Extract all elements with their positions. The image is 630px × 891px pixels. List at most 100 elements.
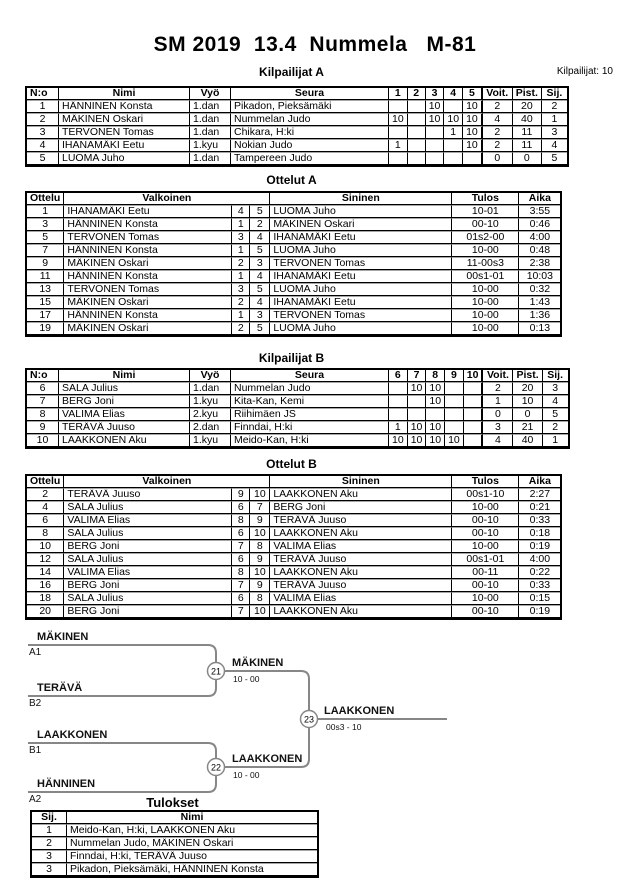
competitor-name: BERG Joni [59, 395, 190, 408]
score-cell [463, 152, 483, 165]
competitor-number: 5 [27, 152, 59, 165]
col-header-blue: Sininen [270, 476, 453, 488]
score-cell [389, 382, 408, 395]
score-cell [463, 421, 484, 434]
match-time: 4:00 [519, 231, 561, 244]
pool-row: 6 SALA Julius 1.dan Nummelan Judo 10 10 … [27, 382, 568, 395]
col-header-10: 10 [463, 370, 484, 382]
competitor-belt: 2.kyu [190, 408, 231, 421]
final-bracket: 21 22 23 MÄKINEN A1 TERÄVÄ B2 MÄKINEN 10… [0, 630, 630, 810]
score-cell: 10 [463, 126, 483, 139]
white-number: 2 [232, 322, 251, 335]
match-number: 13 [27, 283, 65, 296]
points-cell: 21 [513, 421, 543, 434]
col-header-match: Ottelu [27, 193, 65, 205]
match-number: 11 [27, 270, 65, 283]
col-header-2: 2 [407, 88, 426, 100]
blue-name: BERG Joni [270, 501, 453, 514]
match-number: 18 [27, 592, 65, 605]
blue-name: IHANAMÄKI Eetu [270, 296, 453, 309]
competitor-name: LUOMA Juho [59, 152, 190, 165]
match-result: 00-10 [452, 514, 520, 527]
score-cell [445, 408, 464, 421]
match-23-circle [299, 709, 319, 729]
white-name: VALIMA Elias [64, 566, 233, 579]
match-result: 10-01 [452, 205, 520, 218]
blue-number: 4 [250, 270, 271, 283]
score-cell [407, 100, 426, 113]
match-number: 12 [27, 553, 65, 566]
match-time: 0:19 [519, 605, 561, 618]
points-cell: 20 [513, 382, 543, 395]
match-number: 15 [27, 296, 65, 309]
score-cell: 10 [463, 139, 483, 152]
competitor-name: VALIMA Elias [59, 408, 190, 421]
competitor-belt: 1.kyu [190, 434, 231, 447]
points-cell: 10 [513, 395, 543, 408]
white-name: HÄNNINEN Konsta [64, 309, 233, 322]
col-header-place: Sij. [541, 88, 567, 100]
match-number: 19 [27, 322, 65, 335]
blue-name: LAAKKONEN Aku [270, 566, 453, 579]
match-row: 3 HÄNNINEN Konsta 1 2 MÄKINEN Oskari 00-… [27, 218, 561, 231]
match-time: 4:00 [519, 553, 561, 566]
blue-name: LUOMA Juho [270, 283, 453, 296]
blue-number: 9 [250, 553, 271, 566]
white-number: 1 [232, 244, 251, 257]
white-number: 8 [232, 514, 251, 527]
points-cell: 20 [512, 100, 542, 113]
match-row: 11 HÄNNINEN Konsta 1 4 IHANAMÄKI Eetu 00… [27, 270, 561, 283]
match-time: 0:33 [519, 514, 561, 527]
competitor-club: Chikara, H:ki [231, 126, 389, 139]
blue-number: 10 [250, 566, 271, 579]
score-cell: 10 [407, 421, 427, 434]
white-name: SALA Julius [64, 592, 233, 605]
blue-number: 5 [250, 244, 271, 257]
match-result: 10-00 [452, 296, 520, 309]
match-result: 10-00 [452, 309, 520, 322]
white-name: HÄNNINEN Konsta [64, 218, 233, 231]
blue-number: 9 [250, 579, 271, 592]
white-number: 8 [232, 566, 251, 579]
blue-number: 5 [250, 283, 271, 296]
match-number: 3 [27, 218, 65, 231]
blue-number: 3 [250, 257, 271, 270]
match-21-circle [206, 661, 226, 681]
pool-b-heading: Kilpailijat B [258, 351, 325, 365]
match-23-number: 23 [304, 715, 314, 725]
wins-cell: 1 [483, 395, 514, 408]
score-cell [389, 395, 408, 408]
col-header-points: Pist. [512, 88, 542, 100]
score-cell: 10 [425, 113, 445, 126]
blue-number: 5 [250, 205, 271, 218]
competitor-club: Riihimäen JS [231, 408, 389, 421]
competitor-belt: 1.kyu [190, 395, 231, 408]
white-number: 6 [232, 501, 251, 514]
blue-number: 2 [250, 218, 271, 231]
wins-cell: 2 [482, 100, 513, 113]
white-name: HÄNNINEN Konsta [64, 270, 233, 283]
score-cell [425, 152, 445, 165]
score-cell [407, 152, 426, 165]
points-cell: 40 [512, 113, 542, 126]
white-number: 6 [232, 592, 251, 605]
match-22-number: 22 [211, 763, 221, 773]
match-result: 10-00 [452, 592, 520, 605]
col-header-5: 5 [463, 88, 483, 100]
competitor-name: HÄNNINEN Konsta [59, 100, 190, 113]
competitor-club: Nummelan Judo [231, 382, 389, 395]
white-number: 4 [232, 205, 251, 218]
match-number: 9 [27, 257, 65, 270]
blue-number: 10 [250, 527, 271, 540]
score-cell [389, 152, 408, 165]
blue-name: TERVONEN Tomas [270, 257, 453, 270]
score-cell: 1 [444, 126, 464, 139]
match-number: 20 [27, 605, 65, 618]
match-time: 0:13 [519, 322, 561, 335]
white-number: 3 [232, 283, 251, 296]
col-header-no: N:o [27, 88, 59, 100]
col-header-club: Seura [231, 370, 389, 382]
bracket-semi1-top-seed: A1 [29, 647, 42, 658]
match-row: 8 SALA Julius 6 10 LAAKKONEN Aku 00-10 0… [27, 527, 561, 540]
match-time: 1:43 [519, 296, 561, 309]
